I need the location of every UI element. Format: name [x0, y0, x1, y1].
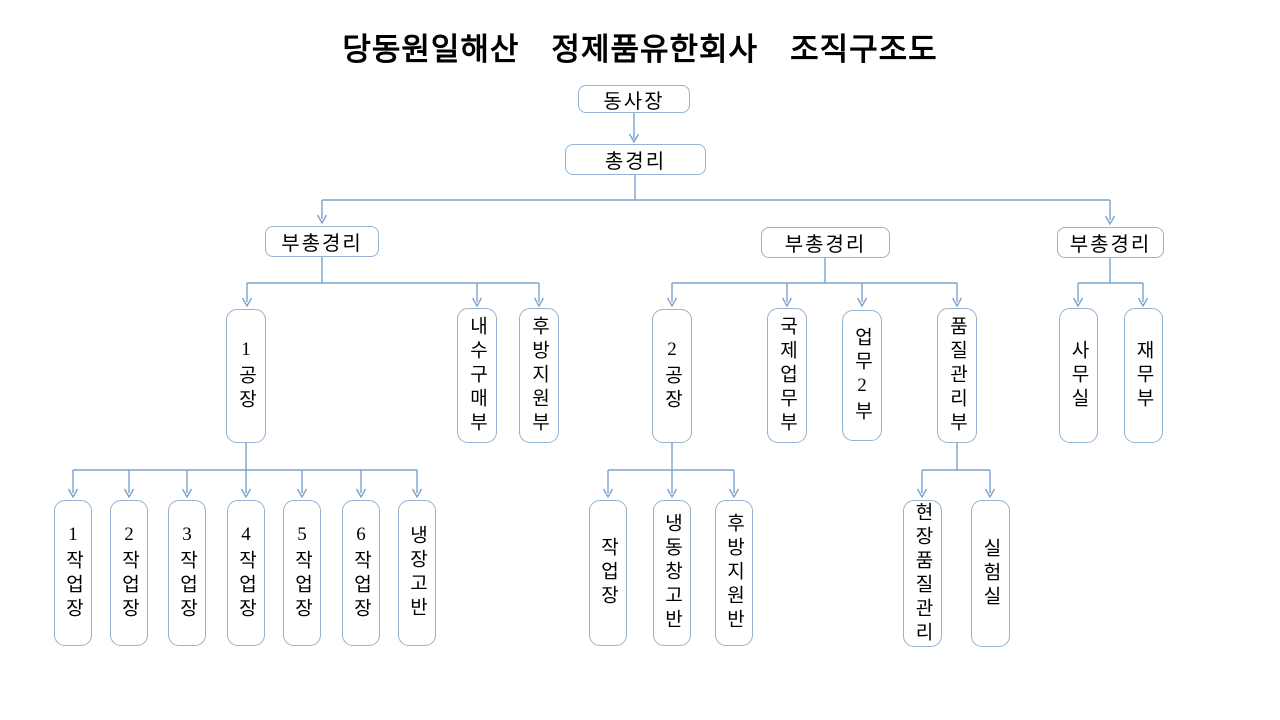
node-office: 사무실 [1059, 308, 1098, 443]
node-international-affairs: 국제업무부 [767, 308, 807, 443]
node-label: 사무실 [1068, 339, 1089, 412]
node-label: 3작업장 [176, 524, 198, 622]
node-label: 냉동창고반 [661, 513, 683, 633]
node-workshop-1: 1작업장 [54, 500, 92, 646]
node-label: 5작업장 [291, 524, 313, 622]
node-label: 4작업장 [235, 524, 257, 622]
node-label: 내수구매부 [466, 315, 488, 436]
node-workshop-6: 6작업장 [342, 500, 380, 646]
node-affairs-2: 업무2부 [842, 310, 882, 441]
node-label: 국제업무부 [776, 315, 798, 436]
node-label: 부총경리 [1069, 234, 1152, 256]
node-label: 1공장 [235, 339, 257, 413]
node-site-quality-control: 현장품질관리 [903, 500, 942, 647]
node-label: 후방지원반 [723, 513, 745, 633]
node-workshop: 작업장 [589, 500, 627, 646]
node-quality-control: 품질관리부 [937, 308, 977, 443]
node-label: 부총경리 [281, 233, 363, 255]
node-label: 6작업장 [350, 524, 372, 622]
node-label: 2공장 [661, 339, 683, 413]
node-workshop-2: 2작업장 [110, 500, 148, 646]
node-freezer-warehouse-team: 냉동창고반 [653, 500, 691, 646]
node-deputy-gm-2: 부총경리 [761, 227, 890, 258]
node-label: 업무2부 [851, 326, 873, 425]
node-finance: 재무부 [1124, 308, 1163, 443]
node-workshop-3: 3작업장 [168, 500, 206, 646]
node-label: 냉장고반 [406, 525, 428, 621]
node-label: 현장품질관리 [912, 501, 933, 646]
node-label: 실험실 [980, 537, 1001, 610]
chart-title: 당동원일해산 정제품유한회사 조직구조도 [342, 32, 938, 67]
node-general-manager: 총경리 [565, 144, 706, 175]
node-label: 1작업장 [62, 524, 84, 622]
node-deputy-gm-1: 부총경리 [265, 226, 379, 257]
node-rear-support-team: 후방지원반 [715, 500, 753, 646]
node-cold-storage-team: 냉장고반 [398, 500, 436, 646]
node-label: 부총경리 [784, 234, 867, 256]
node-label: 총경리 [604, 151, 667, 173]
node-laboratory: 실험실 [971, 500, 1010, 647]
node-workshop-5: 5작업장 [283, 500, 321, 646]
node-label: 작업장 [597, 537, 619, 609]
node-label: 재무부 [1133, 339, 1154, 412]
node-president: 동사장 [578, 85, 690, 113]
node-factory-1: 1공장 [226, 309, 266, 443]
node-label: 후방지원부 [528, 315, 550, 436]
node-deputy-gm-3: 부총경리 [1057, 227, 1164, 258]
node-workshop-4: 4작업장 [227, 500, 265, 646]
node-domestic-purchasing: 내수구매부 [457, 308, 497, 443]
node-factory-2: 2공장 [652, 309, 692, 443]
node-label: 2작업장 [118, 524, 140, 622]
node-rear-support: 후방지원부 [519, 308, 559, 443]
node-label: 품질관리부 [946, 315, 968, 436]
node-label: 동사장 [603, 90, 665, 113]
